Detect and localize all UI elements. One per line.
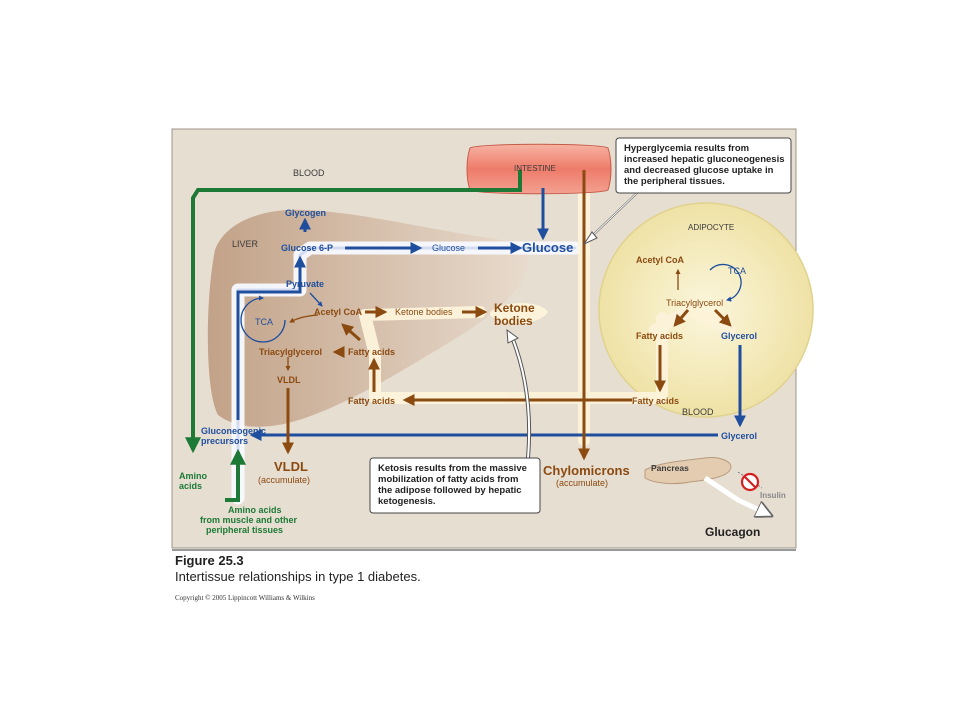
ketosis-line-3: the adipose followed by hepatic [378, 485, 522, 496]
fatty-acids-liver-label: Fatty acids [348, 347, 395, 357]
amino-acids-label-1: Amino [179, 471, 208, 481]
glucose-blood-label: Glucose [522, 240, 573, 255]
hyperglycemia-line-2: increased hepatic gluconeogenesis [624, 154, 785, 165]
blood-label-top: BLOOD [293, 168, 325, 178]
figure-number: Figure 25.3 [175, 553, 244, 568]
figure-caption: Figure 25.3 Intertissue relationships in… [175, 553, 421, 585]
pancreas-label: Pancreas [651, 463, 689, 473]
glucagon-label: Glucagon [705, 525, 760, 539]
adipocyte-cell [598, 202, 814, 418]
intestine-label: INTESTINE [514, 164, 556, 173]
glycogen-label: Glycogen [285, 208, 326, 218]
lipolysis-glycerol-arrow [713, 308, 732, 327]
amino-muscle-label-3: peripheral tissues [206, 525, 283, 535]
amino-muscle-label-1: Amino acids [228, 505, 282, 515]
vldl-accumulate-label: (accumulate) [258, 475, 310, 485]
amino-acids-label-2: acids [179, 481, 202, 491]
lipolysis-fa-arrow [673, 309, 690, 327]
amino-muscle-label-2: from muscle and other [200, 515, 298, 525]
gluconeogenic-label-1: Gluconeogenic [201, 426, 266, 436]
ketone-glow [490, 303, 548, 324]
glucose6p-label: Glucose 6-P [281, 243, 333, 253]
pyruvate-acetyl-arrow [309, 292, 323, 307]
muscle-amino-arrow [225, 448, 246, 502]
acetyl-coa-liver-label: Acetyl CoA [314, 307, 363, 317]
ketone-small-label: Ketone bodies [395, 307, 453, 317]
tca-liver-cycle [240, 295, 286, 343]
glycerol-blood-label: Glycerol [721, 431, 757, 441]
amino-acid-arrow [185, 170, 522, 454]
glycerol-adipo-label: Glycerol [721, 331, 757, 341]
tca-liver-label: TCA [255, 317, 273, 327]
tca-adipo-cycle [709, 263, 742, 302]
gluconeogenesis-arrow [236, 255, 306, 420]
fatty-acids-right-label: Fatty acids [632, 396, 679, 406]
fatty-acids-adipo-label: Fatty acids [636, 331, 683, 341]
ketosis-callout [369, 328, 541, 514]
vldl-big-label: VLDL [274, 459, 308, 474]
pyruvate-label: Pyruvate [286, 279, 324, 289]
vldl-small-label: VLDL [277, 375, 301, 385]
no-insulin-icon [740, 472, 760, 492]
fa-acetyl-arrow [341, 323, 361, 342]
hyperglycemia-line-4: the peripheral tissues. [624, 176, 725, 187]
ketosis-line-1: Ketosis results from the massive [378, 463, 527, 474]
copyright-notice: Copyright © 2005 Lippincott Williams & W… [175, 594, 315, 602]
chylo-accumulate-label: (accumulate) [556, 478, 608, 488]
chylomicrons-label: Chylomicrons [543, 463, 630, 478]
insulin-label: Insulin [760, 491, 786, 500]
intestine-shape [466, 143, 612, 195]
acetyl-coa-adipo-label: Acetyl CoA [636, 255, 685, 265]
ketone-big-label-2: bodies [494, 314, 533, 328]
acetyl-tca-arrow [289, 314, 319, 323]
hyperglycemia-line-3: and decreased glucose uptake in [624, 165, 774, 176]
hyperglycemia-line-1: Hyperglycemia results from [624, 143, 749, 154]
fatty-acids-blood-label: Fatty acids [348, 396, 395, 406]
ketosis-line-2: mobilization of fatty acids from [378, 474, 518, 485]
glucose-small-label: Glucose [432, 243, 465, 253]
triacylglycerol-adipo-label: Triacylglycerol [666, 298, 723, 308]
triacylglycerol-liver-label: Triacylglycerol [259, 347, 322, 357]
adipocyte-label: ADIPOCYTE [688, 223, 734, 232]
ketosis-line-4: ketogenesis. [378, 496, 436, 507]
blood-label-right: BLOOD [682, 407, 714, 417]
figure-description: Intertissue relationships in type 1 diab… [175, 569, 421, 584]
tca-adipo-label: TCA [728, 266, 746, 276]
gluconeogenic-label-2: precursors [201, 436, 248, 446]
liver-label: LIVER [232, 239, 259, 249]
ketone-big-label-1: Ketone [494, 301, 535, 315]
pancreas-shape [644, 457, 732, 485]
glucagon-arrow [703, 475, 770, 515]
hyperglycemia-callout [582, 137, 792, 246]
